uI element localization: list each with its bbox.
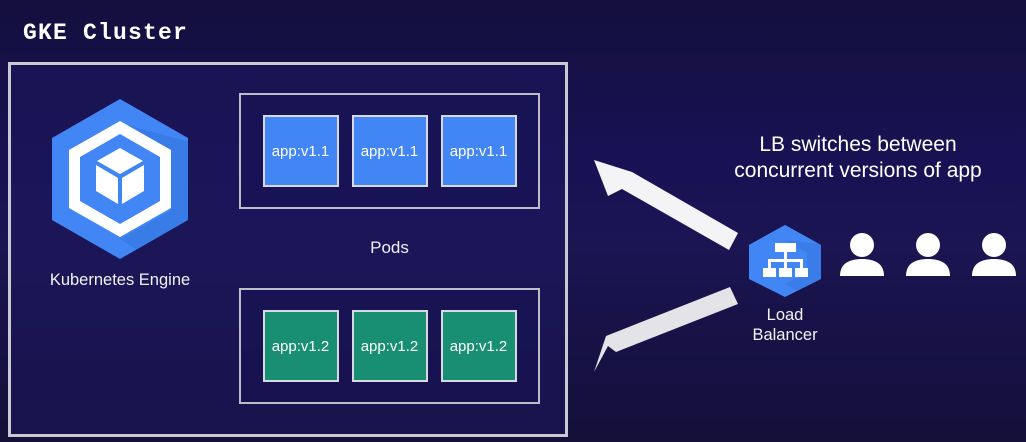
pod-item: app:v1.1: [440, 115, 517, 187]
user-icon: [972, 233, 1016, 276]
arrow-lb-to-v12: [594, 287, 738, 372]
users-group: [838, 232, 1018, 276]
load-balancer-node: Load Balancer: [737, 222, 833, 345]
user-icon: [840, 233, 884, 276]
load-balancer-label: Load Balancer: [737, 305, 833, 345]
load-balancer-label-line2: Balancer: [752, 326, 818, 344]
lb-caption: LB switches between concurrent versions …: [690, 132, 1026, 184]
load-balancer-tree-icon: [737, 222, 833, 303]
kubernetes-engine-hexagon-icon: [30, 93, 210, 265]
pod-item: app:v1.2: [262, 310, 339, 382]
pod-item: app:v1.1: [351, 115, 428, 187]
pod-item: app:v1.2: [440, 310, 517, 382]
user-icon: [906, 233, 950, 276]
pod-item: app:v1.2: [351, 310, 428, 382]
pod-group-v11: app:v1.1 app:v1.1 app:v1.1: [239, 93, 540, 209]
kubernetes-engine-node: Kubernetes Engine: [30, 93, 210, 290]
page-title: GKE Cluster: [23, 20, 189, 46]
pods-label: Pods: [370, 238, 409, 257]
pod-item: app:v1.1: [262, 115, 339, 187]
pod-group-v12: app:v1.2 app:v1.2 app:v1.2: [239, 288, 540, 404]
load-balancer-label-line1: Load: [766, 306, 804, 324]
lb-caption-line1: LB switches between: [759, 133, 957, 156]
kubernetes-engine-label: Kubernetes Engine: [49, 271, 191, 289]
lb-caption-line2: concurrent versions of app: [734, 159, 982, 182]
